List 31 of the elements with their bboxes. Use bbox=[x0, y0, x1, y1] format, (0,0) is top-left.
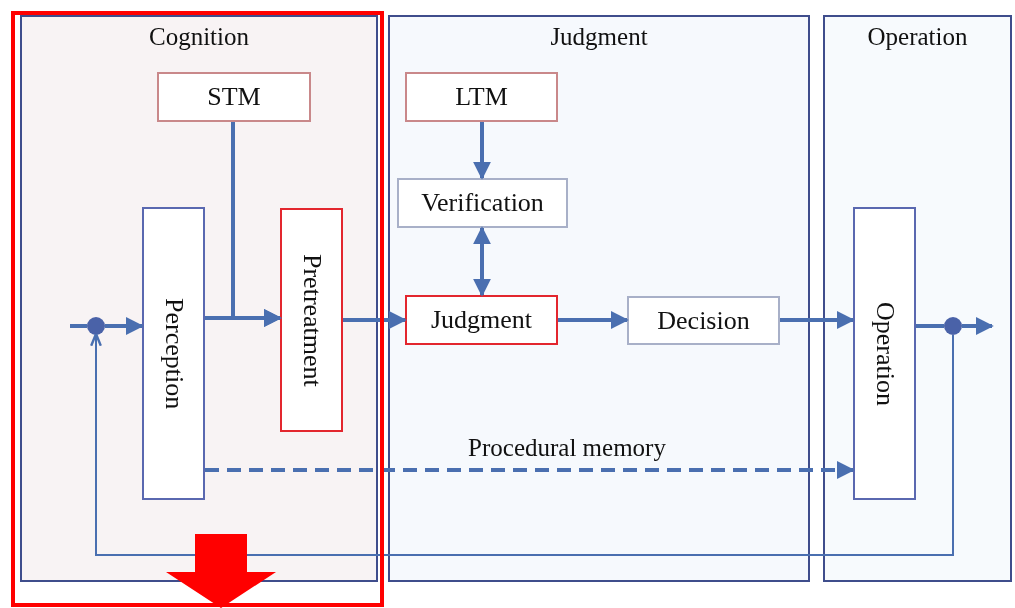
highlighted-process-box bbox=[405, 295, 558, 345]
box-label: Operation bbox=[869, 301, 900, 406]
panel-title: Cognition bbox=[149, 22, 249, 52]
box-label: Pretreatment bbox=[296, 253, 327, 387]
box-label: STM bbox=[207, 82, 261, 112]
stage-panel bbox=[823, 15, 1012, 582]
process-box bbox=[397, 178, 568, 228]
process-box bbox=[853, 207, 916, 500]
stage-panel bbox=[388, 15, 810, 582]
arrow bbox=[105, 317, 144, 335]
arrow bbox=[90, 332, 954, 556]
arrow bbox=[231, 122, 282, 327]
box-label: Judgment bbox=[430, 305, 533, 335]
box-label: Perception bbox=[158, 297, 189, 410]
box-label: Verification bbox=[421, 188, 544, 218]
arrow bbox=[962, 317, 994, 335]
box-label: LTM bbox=[455, 82, 508, 112]
arrow bbox=[473, 226, 491, 297]
highlighted-process-box bbox=[280, 208, 343, 432]
process-box bbox=[142, 207, 205, 500]
arrow bbox=[343, 311, 407, 329]
memory-box bbox=[157, 72, 311, 122]
panel-title: Judgment bbox=[550, 22, 648, 52]
process-box bbox=[627, 296, 780, 345]
arrow bbox=[780, 311, 855, 329]
panel-title: Operation bbox=[867, 22, 968, 52]
box-label: Decision bbox=[657, 305, 750, 336]
dashed-arrow bbox=[205, 461, 855, 479]
arrow bbox=[558, 311, 629, 329]
memory-box bbox=[405, 72, 558, 122]
arrow bbox=[473, 122, 491, 180]
